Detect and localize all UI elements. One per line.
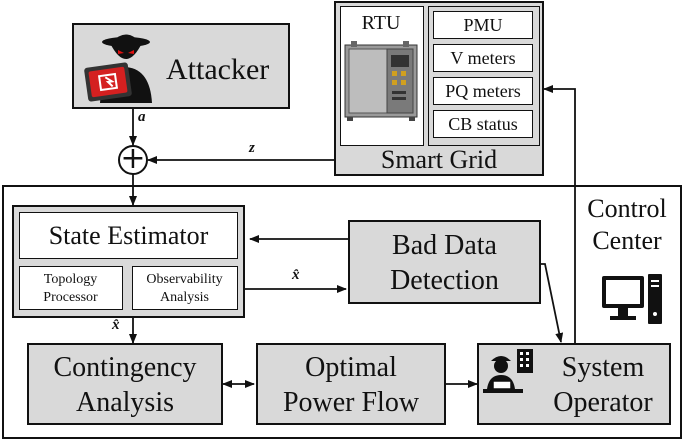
signal-xhat-bdd-label: x̂ (292, 267, 300, 283)
contingency-analysis-line2: Analysis (76, 387, 174, 418)
meter-pq: PQ meters (433, 77, 533, 105)
signal-z-label: z (249, 140, 255, 156)
bad-data-detection-box: Bad Data Detection (348, 220, 541, 304)
system-operator-line1: System (561, 352, 645, 383)
smart-grid-box: RTU PMU V meters PQ meters (334, 1, 544, 176)
hacker-laptop-icon (84, 34, 152, 103)
topology-processor-box: Topology Processor (19, 266, 123, 310)
contingency-analysis-line1: Contingency (53, 352, 197, 383)
observability-analysis-box: Observability Analysis (132, 266, 238, 310)
smart-grid-title: Smart Grid (380, 145, 498, 174)
bad-data-detection-line1: Bad Data (392, 230, 497, 261)
optimal-power-flow-line2: Power Flow (282, 387, 420, 418)
state-estimator-title-box: State Estimator (19, 212, 238, 259)
rtu-label: RTU (361, 12, 401, 34)
meter-voltage: V meters (433, 44, 533, 72)
meter-pmu: PMU (433, 11, 533, 39)
observability-analysis-line2: Analysis (160, 290, 209, 305)
control-center-title-line1: Control (587, 194, 667, 223)
rtu-panel: RTU (340, 6, 424, 146)
observability-analysis-line1: Observability (146, 272, 223, 287)
arrow-bdd-to-operator (541, 263, 564, 343)
bad-data-detection-line2: Detection (390, 265, 499, 296)
meter-cb-status: CB status (433, 110, 533, 138)
arrow-measurements-to-sum (147, 156, 355, 164)
meters-panel: PMU V meters PQ meters CB status (428, 6, 540, 146)
optimal-power-flow-line1: Optimal (305, 352, 397, 383)
contingency-analysis-box: Contingency Analysis (27, 343, 223, 425)
signal-xhat-ca-label: x̂ (112, 317, 120, 333)
summer-plus: + (120, 141, 146, 176)
signal-a-label: a (138, 109, 146, 125)
rtu-cabinet-icon (344, 41, 418, 121)
summer-circle (118, 145, 148, 175)
attacker-label: Attacker (166, 53, 270, 86)
meter-cb-status-label: CB status (448, 114, 518, 134)
topology-processor-line2: Processor (43, 290, 98, 305)
topology-processor-line1: Topology (43, 272, 98, 287)
optimal-power-flow-box: Optimal Power Flow (256, 343, 446, 425)
meter-pmu-label: PMU (463, 15, 503, 35)
state-estimator-title: State Estimator (48, 220, 209, 250)
arrow-operator-to-grid (543, 85, 576, 343)
meter-voltage-label: V meters (450, 48, 516, 68)
control-center-frame (2, 185, 682, 439)
computer-workstation-icon (602, 274, 662, 324)
system-operator-box: System Operator (477, 343, 671, 425)
system-operator-line2: Operator (553, 387, 653, 418)
control-center-title-line2: Center (592, 226, 662, 255)
state-estimator-box: State Estimator Topology Processor Obser… (12, 205, 245, 318)
operator-icon (483, 349, 533, 393)
meter-pq-label: PQ meters (445, 81, 521, 101)
attacker-box: Attacker (72, 23, 290, 109)
